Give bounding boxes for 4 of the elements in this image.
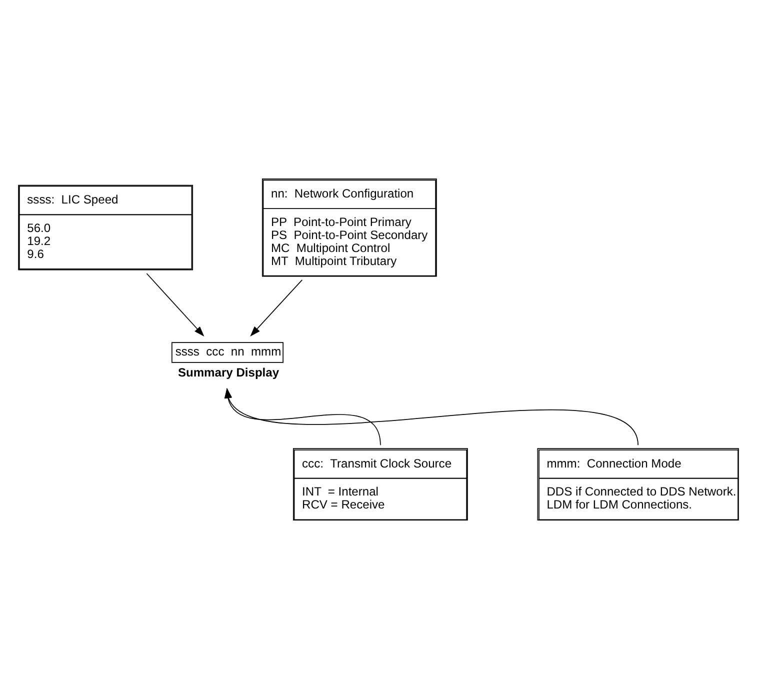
node-label: Summary Display: [178, 364, 280, 379]
arrow: [250, 278, 303, 336]
arrow: [146, 272, 204, 336]
node-box: ssss ccc nn mmm: [171, 342, 284, 362]
